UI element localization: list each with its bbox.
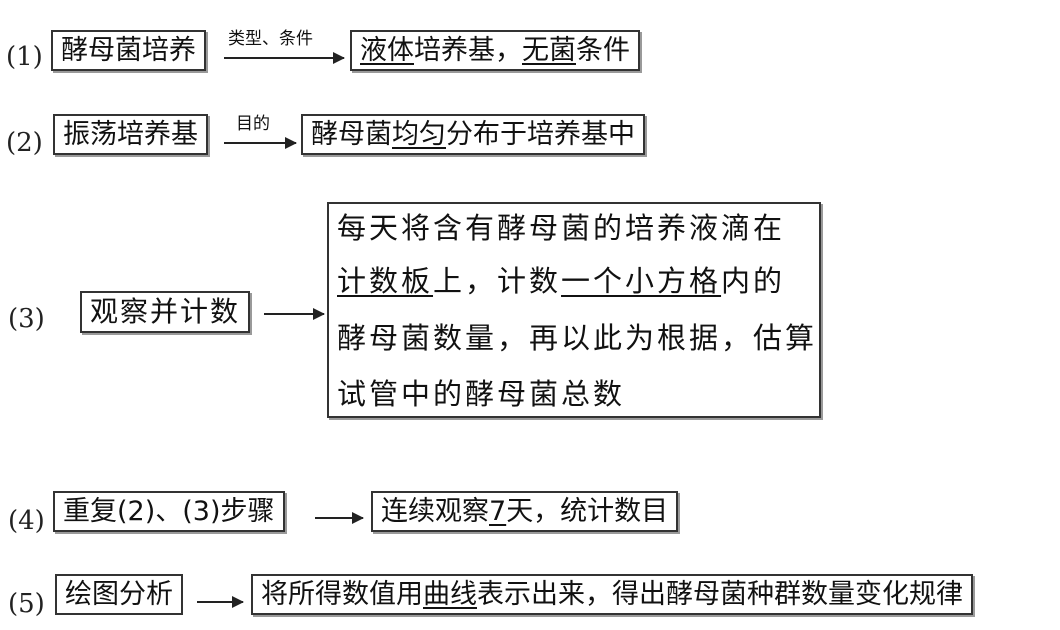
step4-result-box: 连续观察7天，统计数目 bbox=[371, 491, 679, 532]
sterile-text: 无菌 bbox=[522, 35, 576, 66]
values-text: 将所得数值用 bbox=[261, 579, 423, 610]
detail-line-2: 计数板上，计数一个小方格内的 bbox=[337, 267, 785, 296]
days-text: 天，统计数目 bbox=[506, 496, 669, 527]
step-number-4: (4) bbox=[8, 506, 45, 536]
step5-label: 绘图分析 bbox=[65, 579, 173, 610]
counting-plate-text: 计数板 bbox=[337, 264, 434, 298]
yeast-text: 酵母菌 bbox=[311, 119, 392, 150]
step4-label: 重复(2)、(3)步骤 bbox=[63, 496, 275, 527]
step2-arrow bbox=[224, 137, 297, 149]
detail-line-4: 试管中的酵母菌总数 bbox=[337, 377, 626, 411]
step3-arrow bbox=[264, 308, 325, 320]
step2-label: 振荡培养基 bbox=[63, 119, 198, 150]
step2-box: 振荡培养基 bbox=[53, 114, 208, 155]
distribute-text: 分布于培养基中 bbox=[446, 119, 635, 150]
step2-result-box: 酵母菌均匀分布于培养基中 bbox=[301, 114, 645, 155]
conclusion-text: 表示出来，得出酵母菌种群数量变化规律 bbox=[477, 579, 963, 610]
one-square-text: 一个小方格 bbox=[561, 264, 722, 298]
step5-box: 绘图分析 bbox=[55, 574, 183, 615]
step1-box: 酵母菌培养 bbox=[51, 30, 206, 71]
step2-arrow-label: 目的 bbox=[236, 114, 270, 134]
curve-text: 曲线 bbox=[423, 579, 477, 610]
medium-text: 培养基， bbox=[414, 35, 522, 66]
step-number-5: (5) bbox=[8, 589, 45, 619]
count-text: 上，计数 bbox=[433, 264, 562, 298]
seven-text: 7 bbox=[489, 496, 507, 527]
condition-text: 条件 bbox=[576, 35, 630, 66]
observe-text: 连续观察 bbox=[381, 496, 489, 527]
detail-line-3: 酵母菌数量，再以此为根据，估算 bbox=[337, 321, 818, 355]
step4-arrow bbox=[315, 512, 364, 524]
step5-arrow bbox=[197, 596, 244, 608]
step3-box: 观察并计数 bbox=[80, 291, 251, 333]
liquid-text: 液体 bbox=[360, 35, 414, 66]
step4-box: 重复(2)、(3)步骤 bbox=[53, 491, 285, 532]
uniform-text: 均匀 bbox=[392, 119, 446, 150]
step5-result-box: 将所得数值用曲线表示出来，得出酵母菌种群数量变化规律 bbox=[251, 574, 973, 615]
step1-label: 酵母菌培养 bbox=[61, 35, 196, 66]
step-number-3: (3) bbox=[8, 304, 45, 334]
step1-result-box: 液体培养基，无菌条件 bbox=[350, 30, 640, 71]
step1-arrow-label: 类型、条件 bbox=[228, 29, 313, 49]
step1-arrow bbox=[224, 52, 345, 64]
step3-label: 观察并计数 bbox=[90, 295, 241, 328]
inside-text: 内的 bbox=[721, 264, 786, 298]
step-number-1: (1) bbox=[6, 42, 43, 72]
step-number-2: (2) bbox=[6, 128, 43, 158]
step3-detail-box: 每天将含有酵母菌的培养液滴在 计数板上，计数一个小方格内的 酵母菌数量，再以此为… bbox=[327, 202, 821, 418]
detail-line-1: 每天将含有酵母菌的培养液滴在 bbox=[337, 211, 786, 245]
